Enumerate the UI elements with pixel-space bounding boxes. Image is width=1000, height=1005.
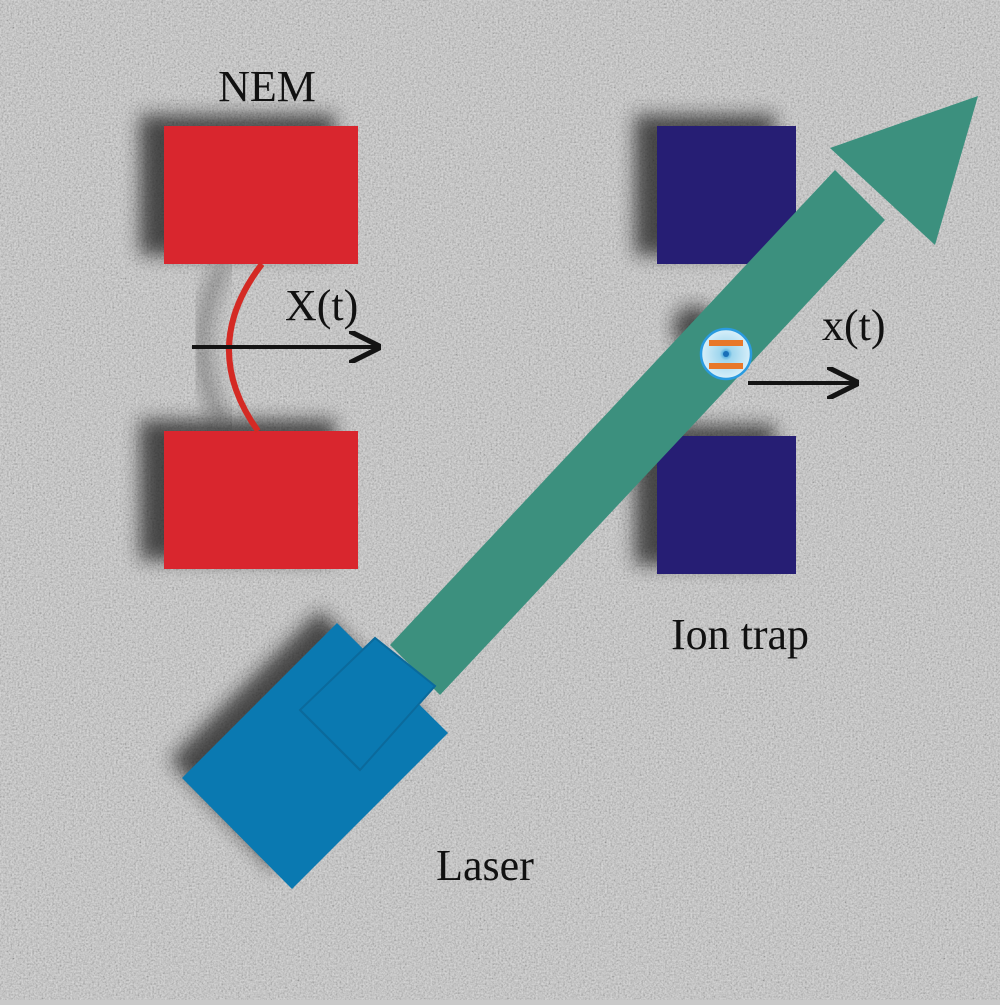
ion-trap-bottom-electrode — [657, 436, 796, 574]
ion-displacement-label: x(t) — [822, 301, 886, 350]
ion-trap-group: Ion trap — [657, 126, 809, 659]
nem-group: NEM X(t) — [164, 62, 378, 569]
ion-trap-label: Ion trap — [671, 610, 809, 659]
laser-beam-shaft — [390, 170, 885, 695]
nem-bottom-electrode — [164, 431, 358, 569]
laser-beam — [390, 96, 978, 695]
laser-label: Laser — [436, 841, 534, 890]
nem-displacement-label: X(t) — [285, 281, 358, 330]
laser-icon — [182, 623, 448, 889]
nem-top-electrode — [164, 126, 358, 264]
trapped-ion-icon — [699, 327, 753, 381]
nem-label: NEM — [218, 62, 316, 111]
laser-beam-arrowhead — [830, 96, 978, 245]
